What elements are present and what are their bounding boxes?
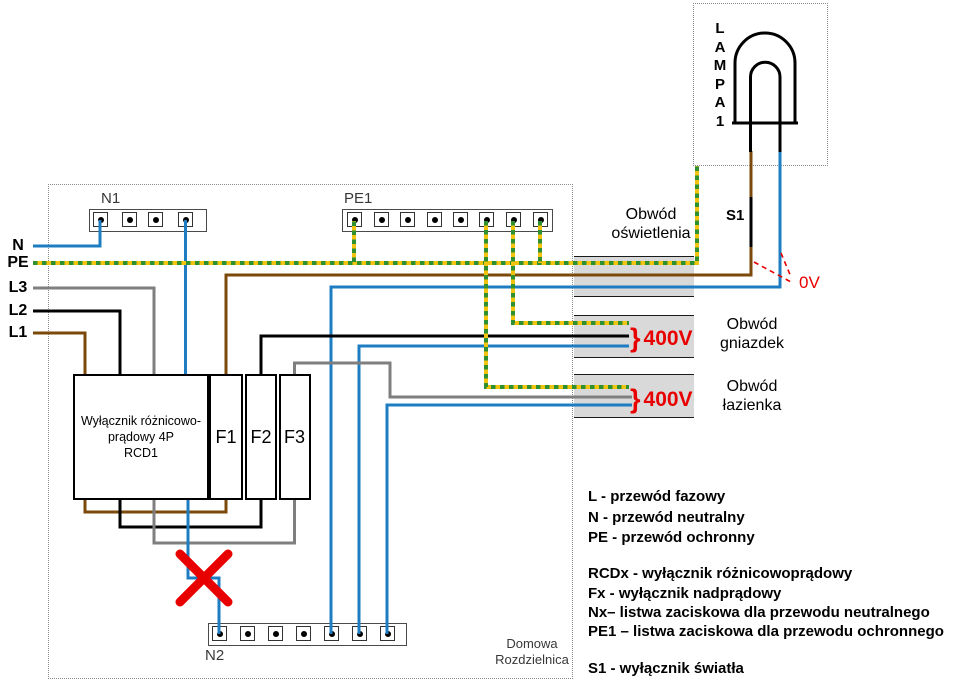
wire-f3-to-bathroom xyxy=(293,361,632,399)
lamp-bulb-icon xyxy=(732,31,798,125)
wire-neutral-sockets xyxy=(357,344,629,634)
wire-l2-feed xyxy=(33,309,122,374)
brace-glyph: } xyxy=(630,323,641,353)
legend-line-s1: S1 - wyłącznik światła xyxy=(588,660,744,677)
wire-neutral-bathroom xyxy=(385,403,632,634)
wire-l1-feed xyxy=(33,331,87,374)
legend-line-n: N - przewód neutralny xyxy=(588,509,745,526)
wire-f1-to-lamp xyxy=(224,246,753,374)
breaker-f1: F1 xyxy=(209,374,243,500)
voltage-value: 400V xyxy=(643,387,693,411)
terminal-strip-pe1 xyxy=(342,209,553,232)
wire-n-feed xyxy=(33,220,102,248)
red-x-mark xyxy=(175,549,233,607)
legend-line-l: L - przewód fazowy xyxy=(588,488,726,505)
feed-label-l2: L2 xyxy=(8,302,28,319)
terminal xyxy=(268,626,283,641)
lamp-label: LAMPA1 xyxy=(713,20,727,130)
strip-label-n1: N1 xyxy=(101,190,121,207)
terminal xyxy=(148,212,163,227)
legend-line-rcdx: RCDx - wyłącznik różnicowoprądowy xyxy=(588,565,853,582)
wire-rcd-to-f2 xyxy=(118,499,263,529)
breaker-f1-label: F1 xyxy=(215,426,237,447)
strip-label-n2: N2 xyxy=(205,647,225,664)
breaker-f3-label: F3 xyxy=(283,426,305,447)
wire-pe-bathroom-dash xyxy=(484,221,629,389)
strip-label-pe1: PE1 xyxy=(344,190,373,207)
zero-volt-label: 0V xyxy=(799,273,820,292)
wire-neutral-lighting xyxy=(329,152,782,634)
legend-line-fx: Fx - wyłącznik nadprądowy xyxy=(588,585,782,602)
wire-f2-to-sockets xyxy=(259,334,629,374)
feed-label-l1: L1 xyxy=(8,324,28,341)
zero-volt-arrow-neutral xyxy=(780,252,792,278)
rcd-label: Wyłącznik różnicowo- prądowy 4P RCD1 xyxy=(80,414,202,460)
terminal xyxy=(374,212,389,227)
terminal xyxy=(240,626,255,641)
feed-label-l3: L3 xyxy=(8,279,28,296)
breaker-f2-label: F2 xyxy=(250,426,272,447)
circuit-label-sockets: Obwód gniazdek xyxy=(719,316,785,352)
feed-label-n: N xyxy=(12,237,24,254)
terminal xyxy=(453,212,468,227)
terminal xyxy=(178,212,193,227)
circuit-label-lighting: Obwód oświetlenia xyxy=(611,206,691,242)
legend-line-pe1: PE1 – listwa zaciskowa dla przewodu ochr… xyxy=(588,623,944,640)
terminal xyxy=(400,212,415,227)
legend-line-pe: PE - przewód ochronny xyxy=(588,529,755,546)
legend-line-nx: Nx– listwa zaciskowa dla przewodu neutra… xyxy=(588,604,930,621)
enclosure-caption: Domowa Rozdzielnica xyxy=(495,636,569,667)
voltage-annotation-bathroom: } 400V xyxy=(630,386,693,413)
switch-s1-label: S1 xyxy=(726,207,745,224)
wire-rcd-to-f3 xyxy=(152,499,296,545)
lamp-box-outline xyxy=(693,3,828,166)
terminal xyxy=(427,212,442,227)
wire-pe-sockets-dash xyxy=(511,221,629,325)
rcd-breaker: Wyłącznik różnicowo- prądowy 4P RCD1 xyxy=(73,374,209,500)
breaker-f2: F2 xyxy=(245,374,277,500)
circuit-label-bathroom: Obwód łazienka xyxy=(722,378,782,414)
feed-label-pe: PE xyxy=(7,254,29,271)
terminal xyxy=(122,212,137,227)
wire-pe-bathroom xyxy=(484,221,629,389)
terminal-strip-n1 xyxy=(89,209,207,232)
voltage-value: 400V xyxy=(643,326,693,350)
wire-pe-bus xyxy=(33,166,699,265)
brace-glyph: } xyxy=(630,384,641,414)
wire-l3-feed xyxy=(33,286,156,374)
breaker-f3: F3 xyxy=(278,374,311,500)
zero-volt-arrow-phase xyxy=(753,261,792,283)
cable-band-bathroom xyxy=(574,374,694,418)
terminal-strip-n2 xyxy=(208,623,407,646)
lamp-filament-icon xyxy=(749,60,782,123)
voltage-annotation-sockets: } 400V xyxy=(630,325,693,352)
terminal xyxy=(296,626,311,641)
distribution-board-outline xyxy=(48,184,573,679)
